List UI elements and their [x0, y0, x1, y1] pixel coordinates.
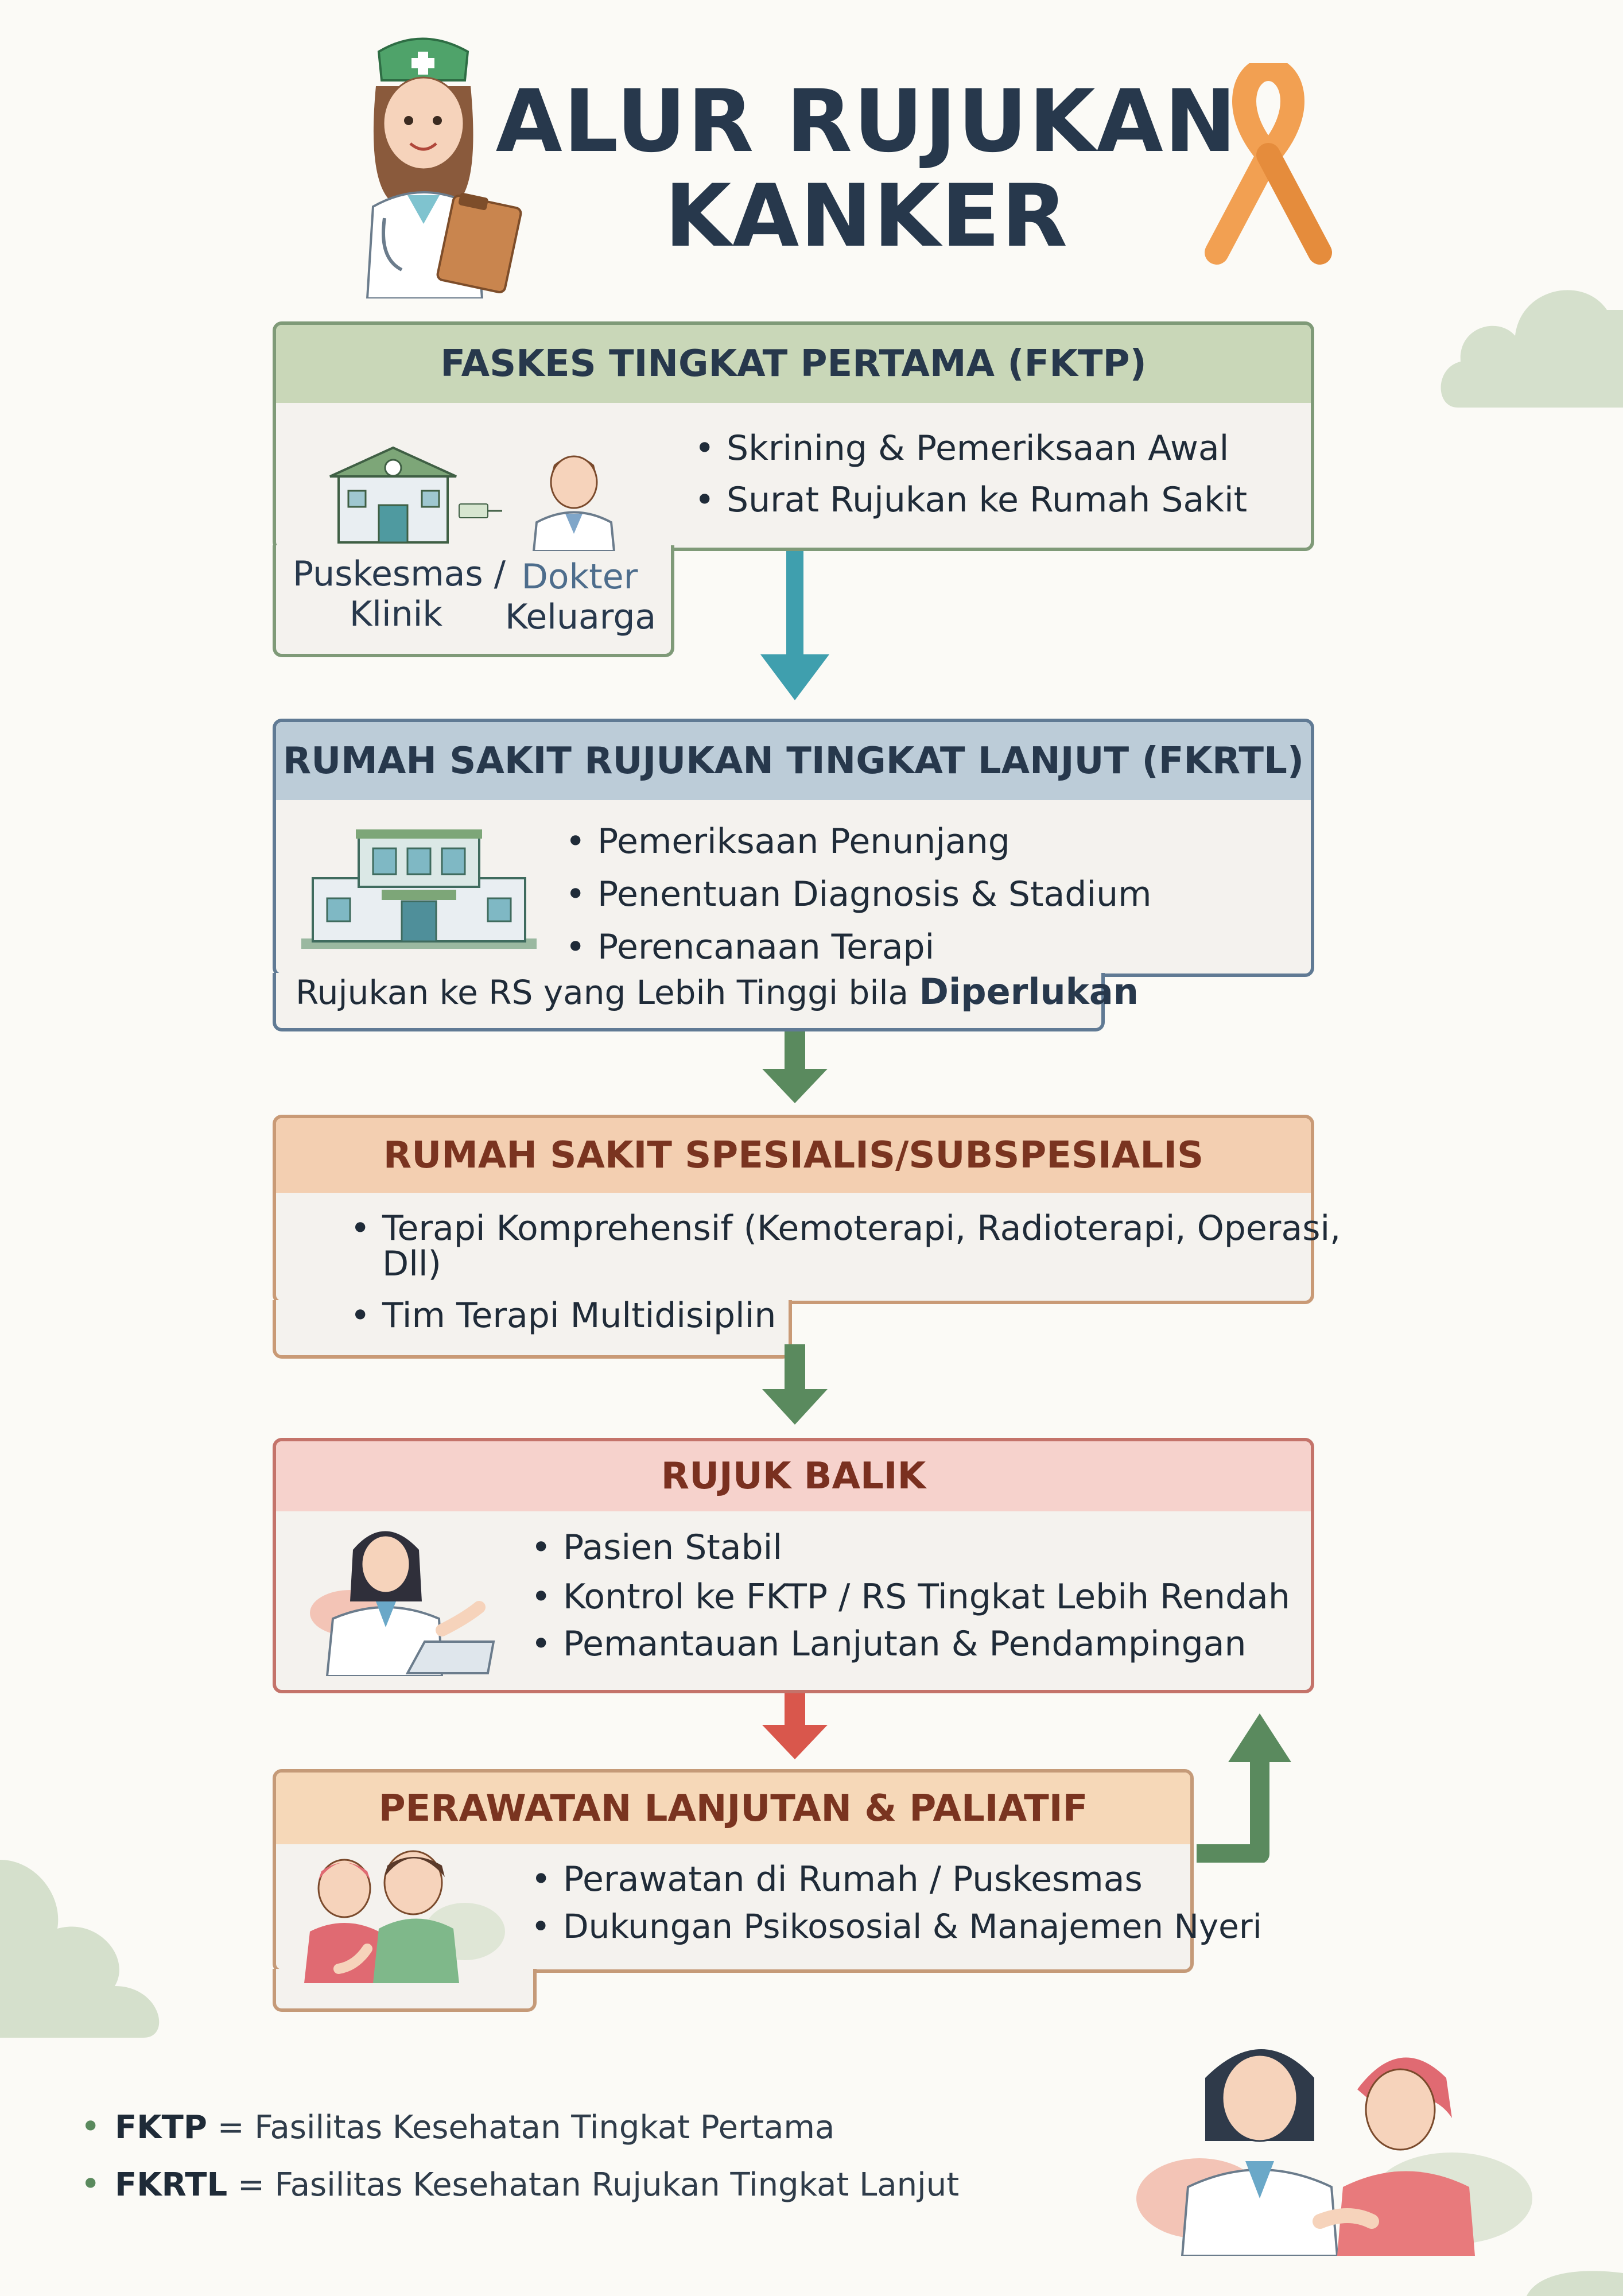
specialist-bullet-1: •Terapi Komprehensif (Kemoterapi, Radiot…: [350, 1208, 1341, 1248]
fkrtl-note-prefix: Rujukan ke RS yang Lebih Tinggi bila: [296, 973, 909, 1012]
caption-puskesmas: Puskesmas / Klinik: [293, 554, 506, 634]
stage-tab-fkrtl: [273, 973, 1105, 1031]
stage-header-rujuk-balik: RUJUK BALIK: [276, 1441, 1311, 1511]
doctor-laptop-icon: [310, 1531, 495, 1676]
stage-card-specialist: RUMAH SAKIT SPESIALIS/SUBSPESIALIS: [273, 1115, 1314, 1304]
legend-bullet-icon: •: [80, 2107, 101, 2147]
fkrtl-bullet-3: •Perencanaan Terapi: [565, 927, 935, 967]
rujuk-balik-bullet-1: •Pasien Stabil: [531, 1527, 783, 1568]
nurse-icon: [366, 37, 522, 298]
legend-item-fktp: • FKTP = Fasilitas Kesehatan Tingkat Pert…: [80, 2107, 834, 2147]
family-doctor-icon: [532, 455, 616, 551]
flow-arrow-down-1: [760, 551, 829, 700]
stage-header-specialist: RUMAH SAKIT SPESIALIS/SUBSPESIALIS: [276, 1118, 1311, 1193]
title-line-1: ALUR RUJUKAN: [495, 72, 1238, 172]
caption-dokter-line2: Keluarga: [505, 597, 657, 637]
caption-dokter-keluarga: Dokter Keluarga: [505, 557, 657, 637]
legend-text: = Fasilitas Kesehatan Rujukan Tingkat La…: [227, 2166, 960, 2204]
fkrtl-note: Rujukan ke RS yang Lebih Tinggi bila Dip…: [296, 965, 1139, 1019]
fktp-bullet-2: •Surat Rujukan ke Rumah Sakit: [694, 480, 1248, 520]
cancer-ribbon-icon: [1205, 63, 1332, 265]
legend-item-fkrtl: • FKRTL = Fasilitas Kesehatan Rujukan Tin…: [80, 2164, 959, 2204]
paliatif-bullet-1: •Perawatan di Rumah / Puskesmas: [531, 1859, 1143, 1899]
cloud-decoration-bottom: [1527, 2271, 1623, 2296]
cloud-decoration-left: [0, 1860, 160, 2038]
stage-tab-specialist: [273, 1300, 792, 1359]
fkrtl-bullet-1: •Pemeriksaan Penunjang: [565, 821, 1010, 862]
fkrtl-bullet-2: •Penentuan Diagnosis & Stadium: [565, 874, 1152, 914]
legend-abbr: FKTP: [115, 2109, 207, 2146]
stage-header-fkrtl: RUMAH SAKIT RUJUKAN TINGKAT LANJUT (FKRT…: [276, 722, 1311, 800]
stage-header-paliatif: PERAWATAN LANJUTAN & PALIATIF: [276, 1773, 1190, 1844]
doctor-patient-icon: [1136, 2049, 1532, 2256]
return-arrow-up: [1197, 1713, 1291, 1863]
page-title: ALUR RUJUKAN KANKER: [494, 75, 1240, 264]
paliatif-bullet-2: •Dukungan Psikososial & Manajemen Nyeri: [531, 1907, 1262, 1946]
rujuk-balik-bullet-2: •Kontrol ke FKTP / RS Tingkat Lebih Rend…: [531, 1577, 1290, 1617]
legend-abbr: FKRTL: [115, 2166, 228, 2204]
fkrtl-note-bold: Diperlukan: [919, 971, 1139, 1013]
fktp-bullet-1: •Skrining & Pemeriksaan Awal: [694, 428, 1229, 468]
legend-text: = Fasilitas Kesehatan Tingkat Pertama: [207, 2109, 835, 2146]
hospital-building-icon: [301, 829, 537, 949]
stage-header-fktp: FASKES TINGKAT PERTAMA (FKTP): [276, 325, 1311, 403]
specialist-bullet-1-cont: Dll): [382, 1244, 441, 1284]
title-line-2: KANKER: [664, 166, 1069, 266]
caption-dokter-line1: Dokter: [521, 557, 638, 597]
caregiver-patient-icon: [304, 1850, 505, 1983]
cloud-decoration-right: [1440, 290, 1623, 408]
flow-arrow-down-3: [762, 1344, 828, 1425]
stage-tab-fktp: [273, 545, 674, 657]
caption-puskesmas-line1: Puskesmas /: [293, 554, 506, 594]
legend-bullet-icon: •: [80, 2164, 101, 2204]
stage-card-fktp: FASKES TINGKAT PERTAMA (FKTP): [273, 321, 1314, 551]
rujuk-balik-bullet-3: •Pemantauan Lanjutan & Pendampingan: [531, 1624, 1247, 1664]
specialist-bullet-2: •Tim Terapi Multidisiplin: [350, 1296, 776, 1336]
clinic-building-icon: [329, 446, 502, 544]
flow-arrow-down-2: [762, 1031, 828, 1103]
flow-arrow-down-4: [762, 1693, 828, 1759]
caption-puskesmas-line2: Klinik: [349, 594, 443, 634]
